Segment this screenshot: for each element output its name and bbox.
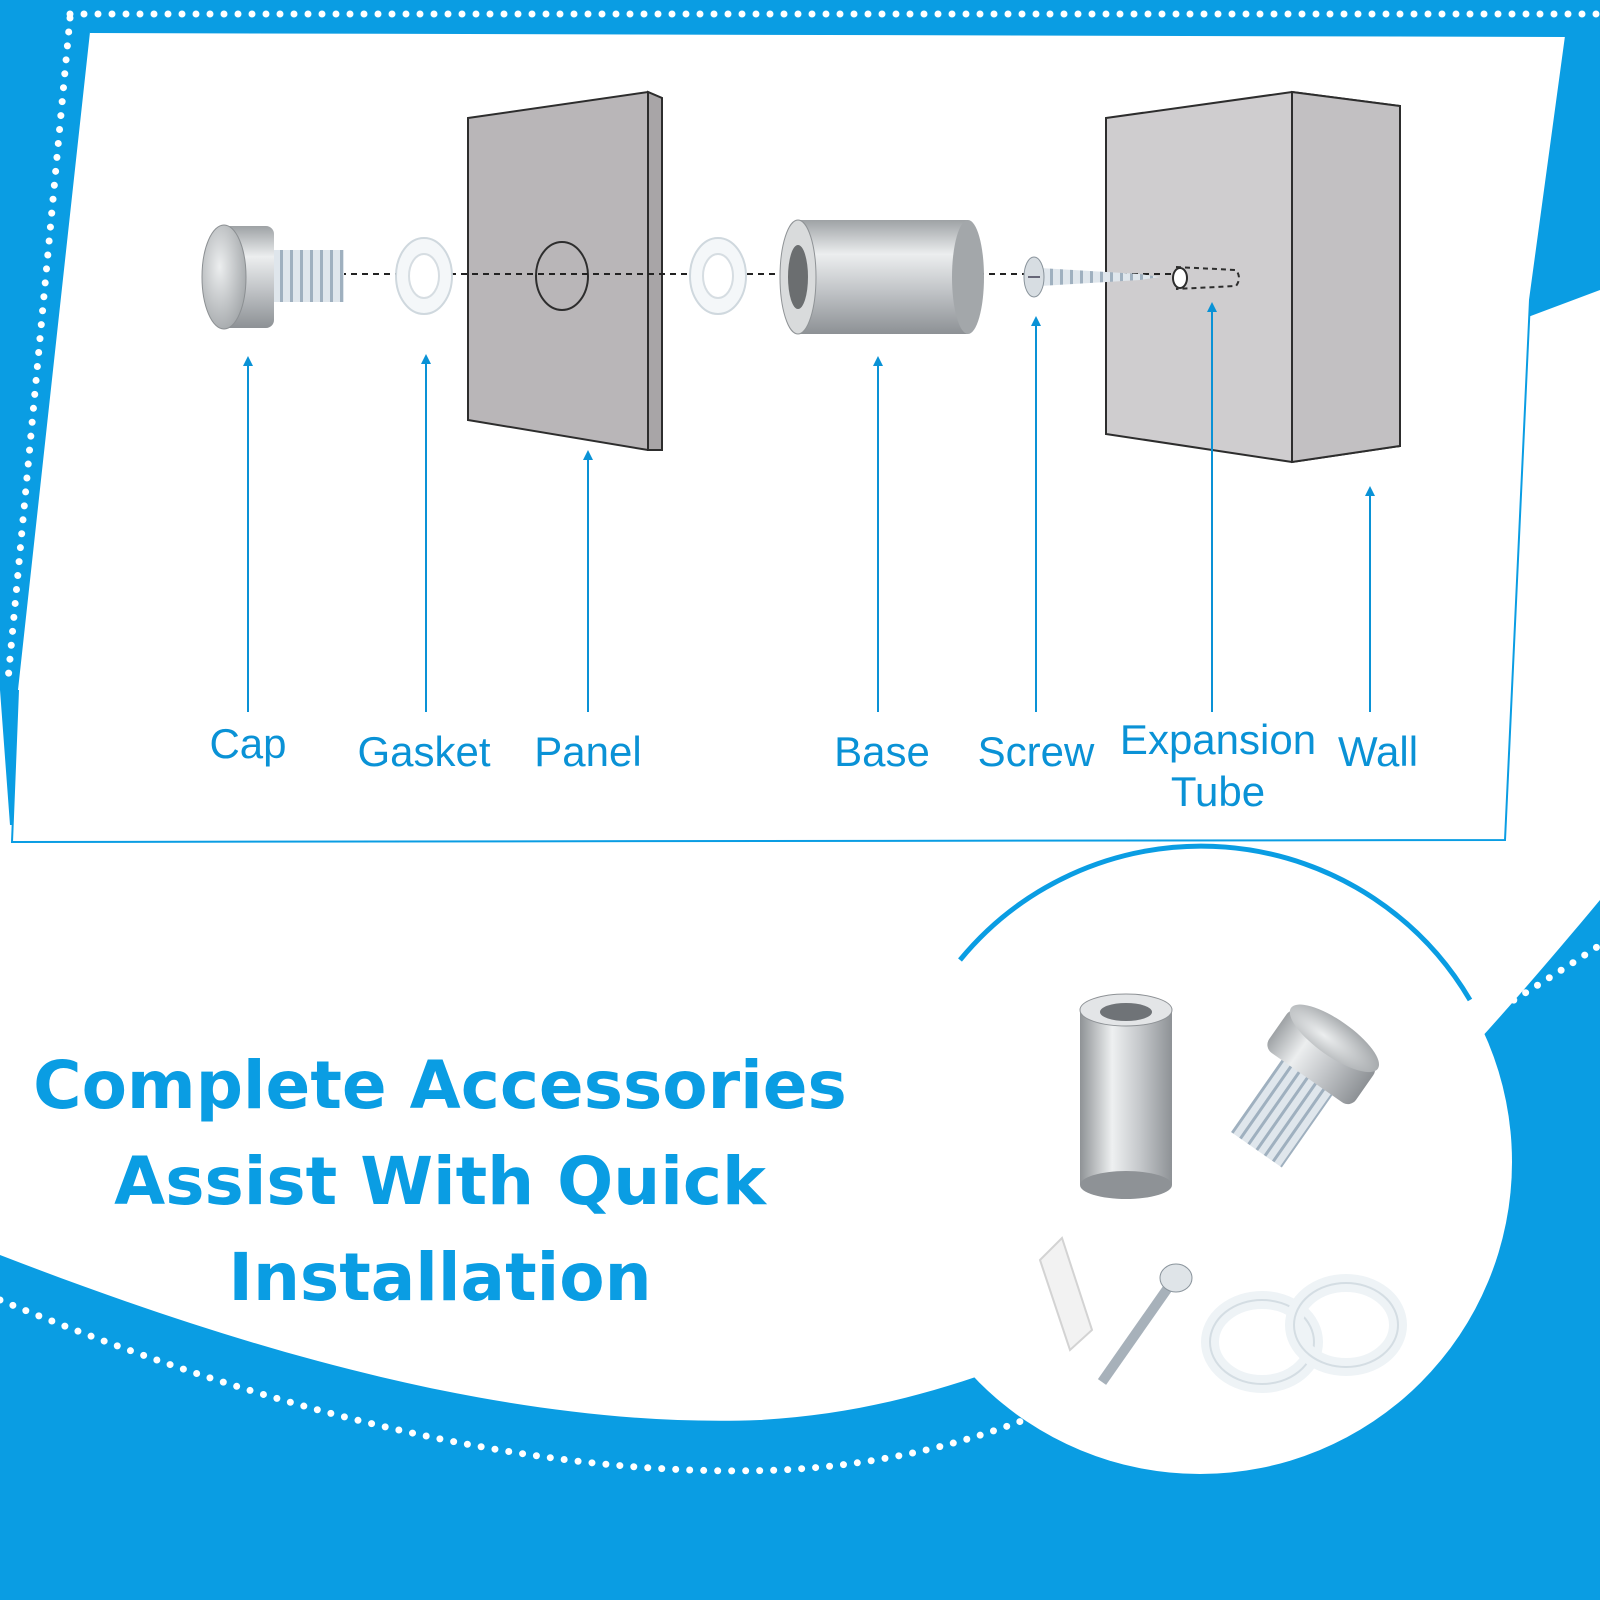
label-expansion-tube-line1: Expansion bbox=[1119, 716, 1317, 763]
label-screw: Screw bbox=[977, 728, 1095, 775]
panel-illustration bbox=[467, 90, 663, 451]
wall-illustration bbox=[1105, 90, 1401, 464]
label-gasket: Gasket bbox=[357, 728, 491, 775]
label-cap: Cap bbox=[209, 720, 287, 767]
headline-line-3: Installation bbox=[228, 1239, 652, 1316]
base-illustration bbox=[779, 219, 984, 335]
headline-line-1: Complete Accessories bbox=[33, 1047, 847, 1124]
cap-illustration bbox=[201, 224, 344, 330]
label-base: Base bbox=[834, 728, 930, 775]
label-wall: Wall bbox=[1337, 728, 1419, 775]
headline-line-2: Assist With Quick bbox=[114, 1143, 766, 1220]
accessories-photo bbox=[888, 843, 1512, 1474]
label-expansion-tube: Expansion Tube bbox=[1120, 714, 1316, 818]
label-panel: Panel bbox=[534, 728, 642, 775]
screw-illustration bbox=[1023, 256, 1160, 298]
headline: Complete Accessories Assist With Quick I… bbox=[30, 1038, 850, 1326]
gasket-illustration bbox=[395, 237, 747, 315]
label-expansion-tube-line2: Tube bbox=[1170, 768, 1266, 815]
